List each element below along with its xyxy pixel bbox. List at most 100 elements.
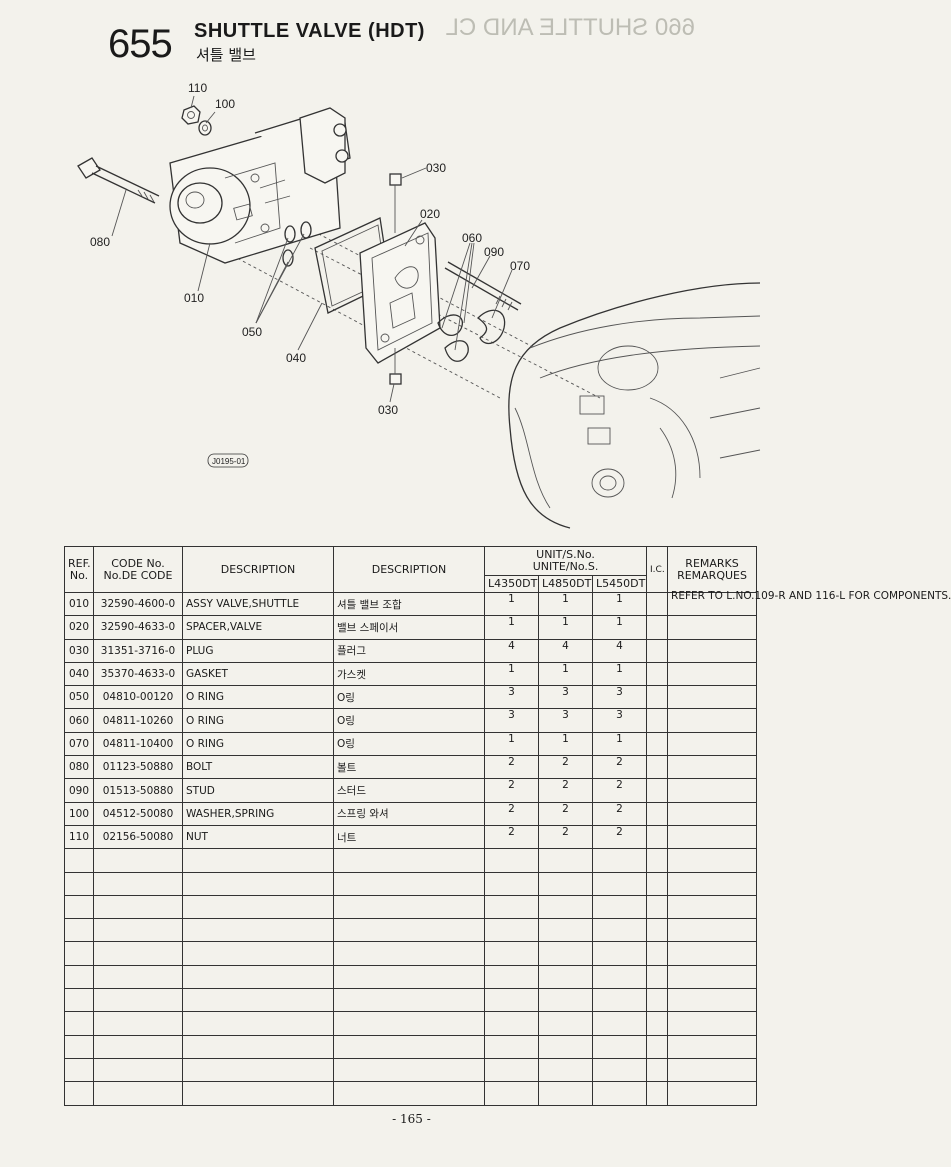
o-ring-070 bbox=[476, 309, 506, 345]
cell-q2: 2 bbox=[538, 824, 593, 850]
cell-q3: 2 bbox=[591, 824, 648, 850]
cell-q3: 1 bbox=[591, 615, 648, 640]
empty-cell bbox=[93, 848, 183, 873]
empty-cell bbox=[182, 894, 334, 920]
header-ref: REF. No. bbox=[64, 546, 94, 593]
empty-cell bbox=[333, 1034, 485, 1059]
empty-table-row bbox=[64, 848, 758, 873]
cell-desc-en: WASHER,SPRING bbox=[182, 801, 334, 826]
cell-desc-ko: O링 bbox=[333, 731, 485, 757]
cell-q2: 2 bbox=[538, 801, 593, 826]
empty-cell bbox=[591, 964, 648, 990]
cell-ic bbox=[646, 685, 669, 710]
cell-ref: 110 bbox=[64, 824, 94, 850]
cell-code: 04810-00120 bbox=[93, 685, 183, 710]
cell-q3: 1 bbox=[591, 661, 648, 687]
empty-cell bbox=[538, 964, 593, 990]
empty-table-row bbox=[64, 1011, 758, 1036]
cell-ref: 070 bbox=[64, 731, 94, 757]
empty-table-row bbox=[64, 894, 758, 920]
empty-table-row bbox=[64, 1034, 758, 1059]
empty-table-row bbox=[64, 964, 758, 990]
stud-090 bbox=[444, 261, 522, 311]
empty-cell bbox=[93, 964, 183, 990]
cell-desc-en: BOLT bbox=[182, 755, 334, 780]
spacer-valve-020 bbox=[359, 222, 441, 364]
header-model-l4850dt: L4850DT bbox=[538, 575, 593, 593]
empty-cell bbox=[484, 848, 539, 873]
empty-cell bbox=[93, 988, 183, 1013]
cell-code: 32590-4633-0 bbox=[93, 615, 183, 640]
bleed-through-text: 660 SHUTTLE AND CL bbox=[445, 14, 695, 41]
cell-remarks: REFER TO L.NO.109-R AND 116-L FOR COMPON… bbox=[667, 591, 951, 617]
label-020: 020 bbox=[420, 207, 440, 221]
cell-desc-ko: 가스켓 bbox=[333, 661, 485, 687]
cell-desc-en: O RING bbox=[182, 685, 334, 710]
empty-cell bbox=[646, 1011, 669, 1036]
cell-desc-ko: O링 bbox=[333, 685, 485, 710]
cell-ic bbox=[646, 661, 669, 687]
cell-q1: 2 bbox=[484, 778, 539, 803]
empty-cell bbox=[484, 988, 539, 1013]
cell-ref: 080 bbox=[64, 755, 94, 780]
cell-desc-en: PLUG bbox=[182, 638, 334, 663]
cell-desc-ko: 셔틀 밸브 조합 bbox=[333, 591, 485, 617]
cell-desc-ko: 밸브 스페이서 bbox=[333, 615, 485, 640]
cell-remarks bbox=[667, 685, 758, 710]
empty-cell bbox=[667, 871, 758, 896]
cell-q3: 2 bbox=[591, 801, 648, 826]
empty-cell bbox=[591, 848, 648, 873]
cell-q2: 2 bbox=[538, 755, 593, 780]
empty-cell bbox=[667, 1081, 758, 1106]
label-090: 090 bbox=[484, 245, 504, 259]
header-unit: UNIT/S.No. UNITE/No.S. bbox=[483, 546, 648, 576]
header-desc-ko: DESCRIPTION bbox=[333, 546, 485, 593]
empty-cell bbox=[538, 1057, 593, 1083]
cell-q2: 4 bbox=[538, 638, 593, 663]
cell-remarks bbox=[667, 615, 758, 640]
empty-cell bbox=[591, 871, 648, 896]
empty-cell bbox=[591, 941, 648, 966]
cell-code: 01513-50880 bbox=[93, 778, 183, 803]
empty-cell bbox=[646, 988, 669, 1013]
empty-cell bbox=[333, 918, 485, 943]
empty-table-row bbox=[64, 871, 758, 896]
empty-cell bbox=[93, 1057, 183, 1083]
leader-lines bbox=[111, 95, 513, 403]
label-100: 100 bbox=[215, 97, 235, 111]
plug-030-top bbox=[389, 173, 402, 233]
cell-q1: 4 bbox=[484, 638, 539, 663]
cell-code: 35370-4633-0 bbox=[93, 661, 183, 687]
cell-code: 32590-4600-0 bbox=[93, 591, 183, 617]
page-footer: - 165 - bbox=[392, 1112, 431, 1126]
empty-cell bbox=[64, 988, 94, 1013]
header-remarks: REMARKS REMARQUES bbox=[667, 546, 758, 593]
empty-cell bbox=[182, 941, 334, 966]
cell-remarks bbox=[667, 755, 758, 780]
empty-cell bbox=[333, 1081, 485, 1106]
cell-desc-en: SPACER,VALVE bbox=[182, 615, 334, 640]
plug-030-bottom bbox=[389, 348, 402, 385]
page-title: SHUTTLE VALVE (HDT) bbox=[194, 20, 425, 42]
cell-ref: 090 bbox=[64, 778, 94, 803]
empty-cell bbox=[182, 1081, 334, 1106]
cell-remarks bbox=[667, 638, 758, 663]
cell-ref: 060 bbox=[64, 708, 94, 733]
empty-cell bbox=[182, 988, 334, 1013]
empty-cell bbox=[333, 848, 485, 873]
empty-cell bbox=[667, 1034, 758, 1059]
cell-ref: 010 bbox=[64, 591, 94, 617]
empty-cell bbox=[646, 894, 669, 920]
label-050: 050 bbox=[242, 325, 262, 339]
cell-code: 02156-50080 bbox=[93, 824, 183, 850]
cell-remarks bbox=[667, 708, 758, 733]
empty-cell bbox=[484, 1034, 539, 1059]
empty-cell bbox=[667, 1057, 758, 1083]
